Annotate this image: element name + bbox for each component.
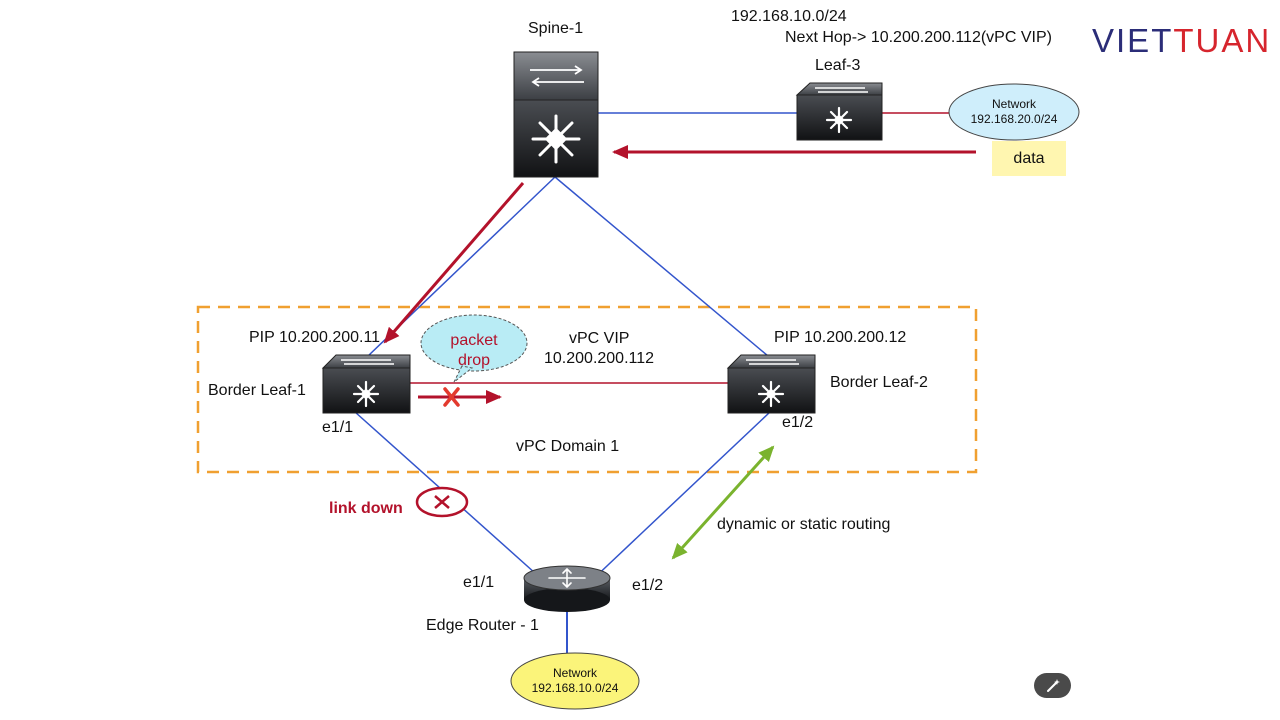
edge-router-icon <box>523 565 611 612</box>
network-bottom-cloud <box>510 652 640 710</box>
route-prefix-label: 192.168.10.0/24 <box>731 8 847 25</box>
network-top-line2: 192.168.20.0/24 <box>970 112 1058 126</box>
leaf3-label: Leaf-3 <box>815 57 861 74</box>
network-top-line1: Network <box>991 97 1036 111</box>
magic-wand-icon <box>1046 678 1060 692</box>
packet-drop-text: packet drop <box>424 331 524 371</box>
border-leaf1-switch-icon <box>321 354 411 414</box>
network-top-cloud <box>948 83 1080 141</box>
spine-label: Spine-1 <box>528 20 584 37</box>
network-bottom-line2: 192.168.10.0/24 <box>531 681 619 695</box>
edit-image-button[interactable] <box>1034 673 1071 698</box>
bl1-port-label: e1/1 <box>322 419 354 436</box>
packet-drop-bubble <box>420 314 528 383</box>
bl2-label: Border Leaf-2 <box>830 374 928 391</box>
vpc-domain-label: vPC Domain 1 <box>516 438 620 455</box>
network-bottom-text: Network 192.168.10.0/24 <box>511 666 639 696</box>
network-top-text: Network 192.168.20.0/24 <box>949 97 1079 127</box>
network-bottom-line1: Network <box>552 666 597 680</box>
packet-drop-line1: packet <box>450 332 498 349</box>
leaf3-switch-icon <box>795 82 883 141</box>
link-down-icon <box>415 486 469 518</box>
spine-switch-icon <box>513 51 599 178</box>
vpc-vip-label: vPC VIP <box>569 330 630 347</box>
border-leaf2-switch-icon <box>726 354 816 414</box>
next-hop-label: Next Hop-> 10.200.200.112(vPC VIP) <box>785 29 1052 46</box>
link-spine-bl2 <box>554 176 769 357</box>
bl2-pip-label: PIP 10.200.200.12 <box>774 329 907 346</box>
packet-drop-line2: drop <box>457 352 491 369</box>
spine-to-bl1-arrow <box>383 182 525 344</box>
routing-arrow <box>671 445 775 560</box>
edge-router-label: Edge Router - 1 <box>426 617 539 634</box>
bl2-port-label: e1/2 <box>782 414 814 431</box>
drop-x-icon <box>443 387 460 407</box>
data-tag: data <box>992 141 1066 176</box>
edge-port-left-label: e1/1 <box>463 574 495 591</box>
vpc-domain-box <box>196 305 978 474</box>
bl1-label: Border Leaf-1 <box>208 382 306 399</box>
edge-port-right-label: e1/2 <box>632 577 664 594</box>
routing-label: dynamic or static routing <box>717 516 891 533</box>
link-down-label: link down <box>329 500 403 517</box>
vpc-vip-ip: 10.200.200.112 <box>544 350 655 367</box>
data-tag-label: data <box>1013 149 1045 167</box>
viettuan-logo: VIETTUAN <box>1092 22 1272 59</box>
bl1-pip-label: PIP 10.200.200.11 <box>249 329 381 346</box>
